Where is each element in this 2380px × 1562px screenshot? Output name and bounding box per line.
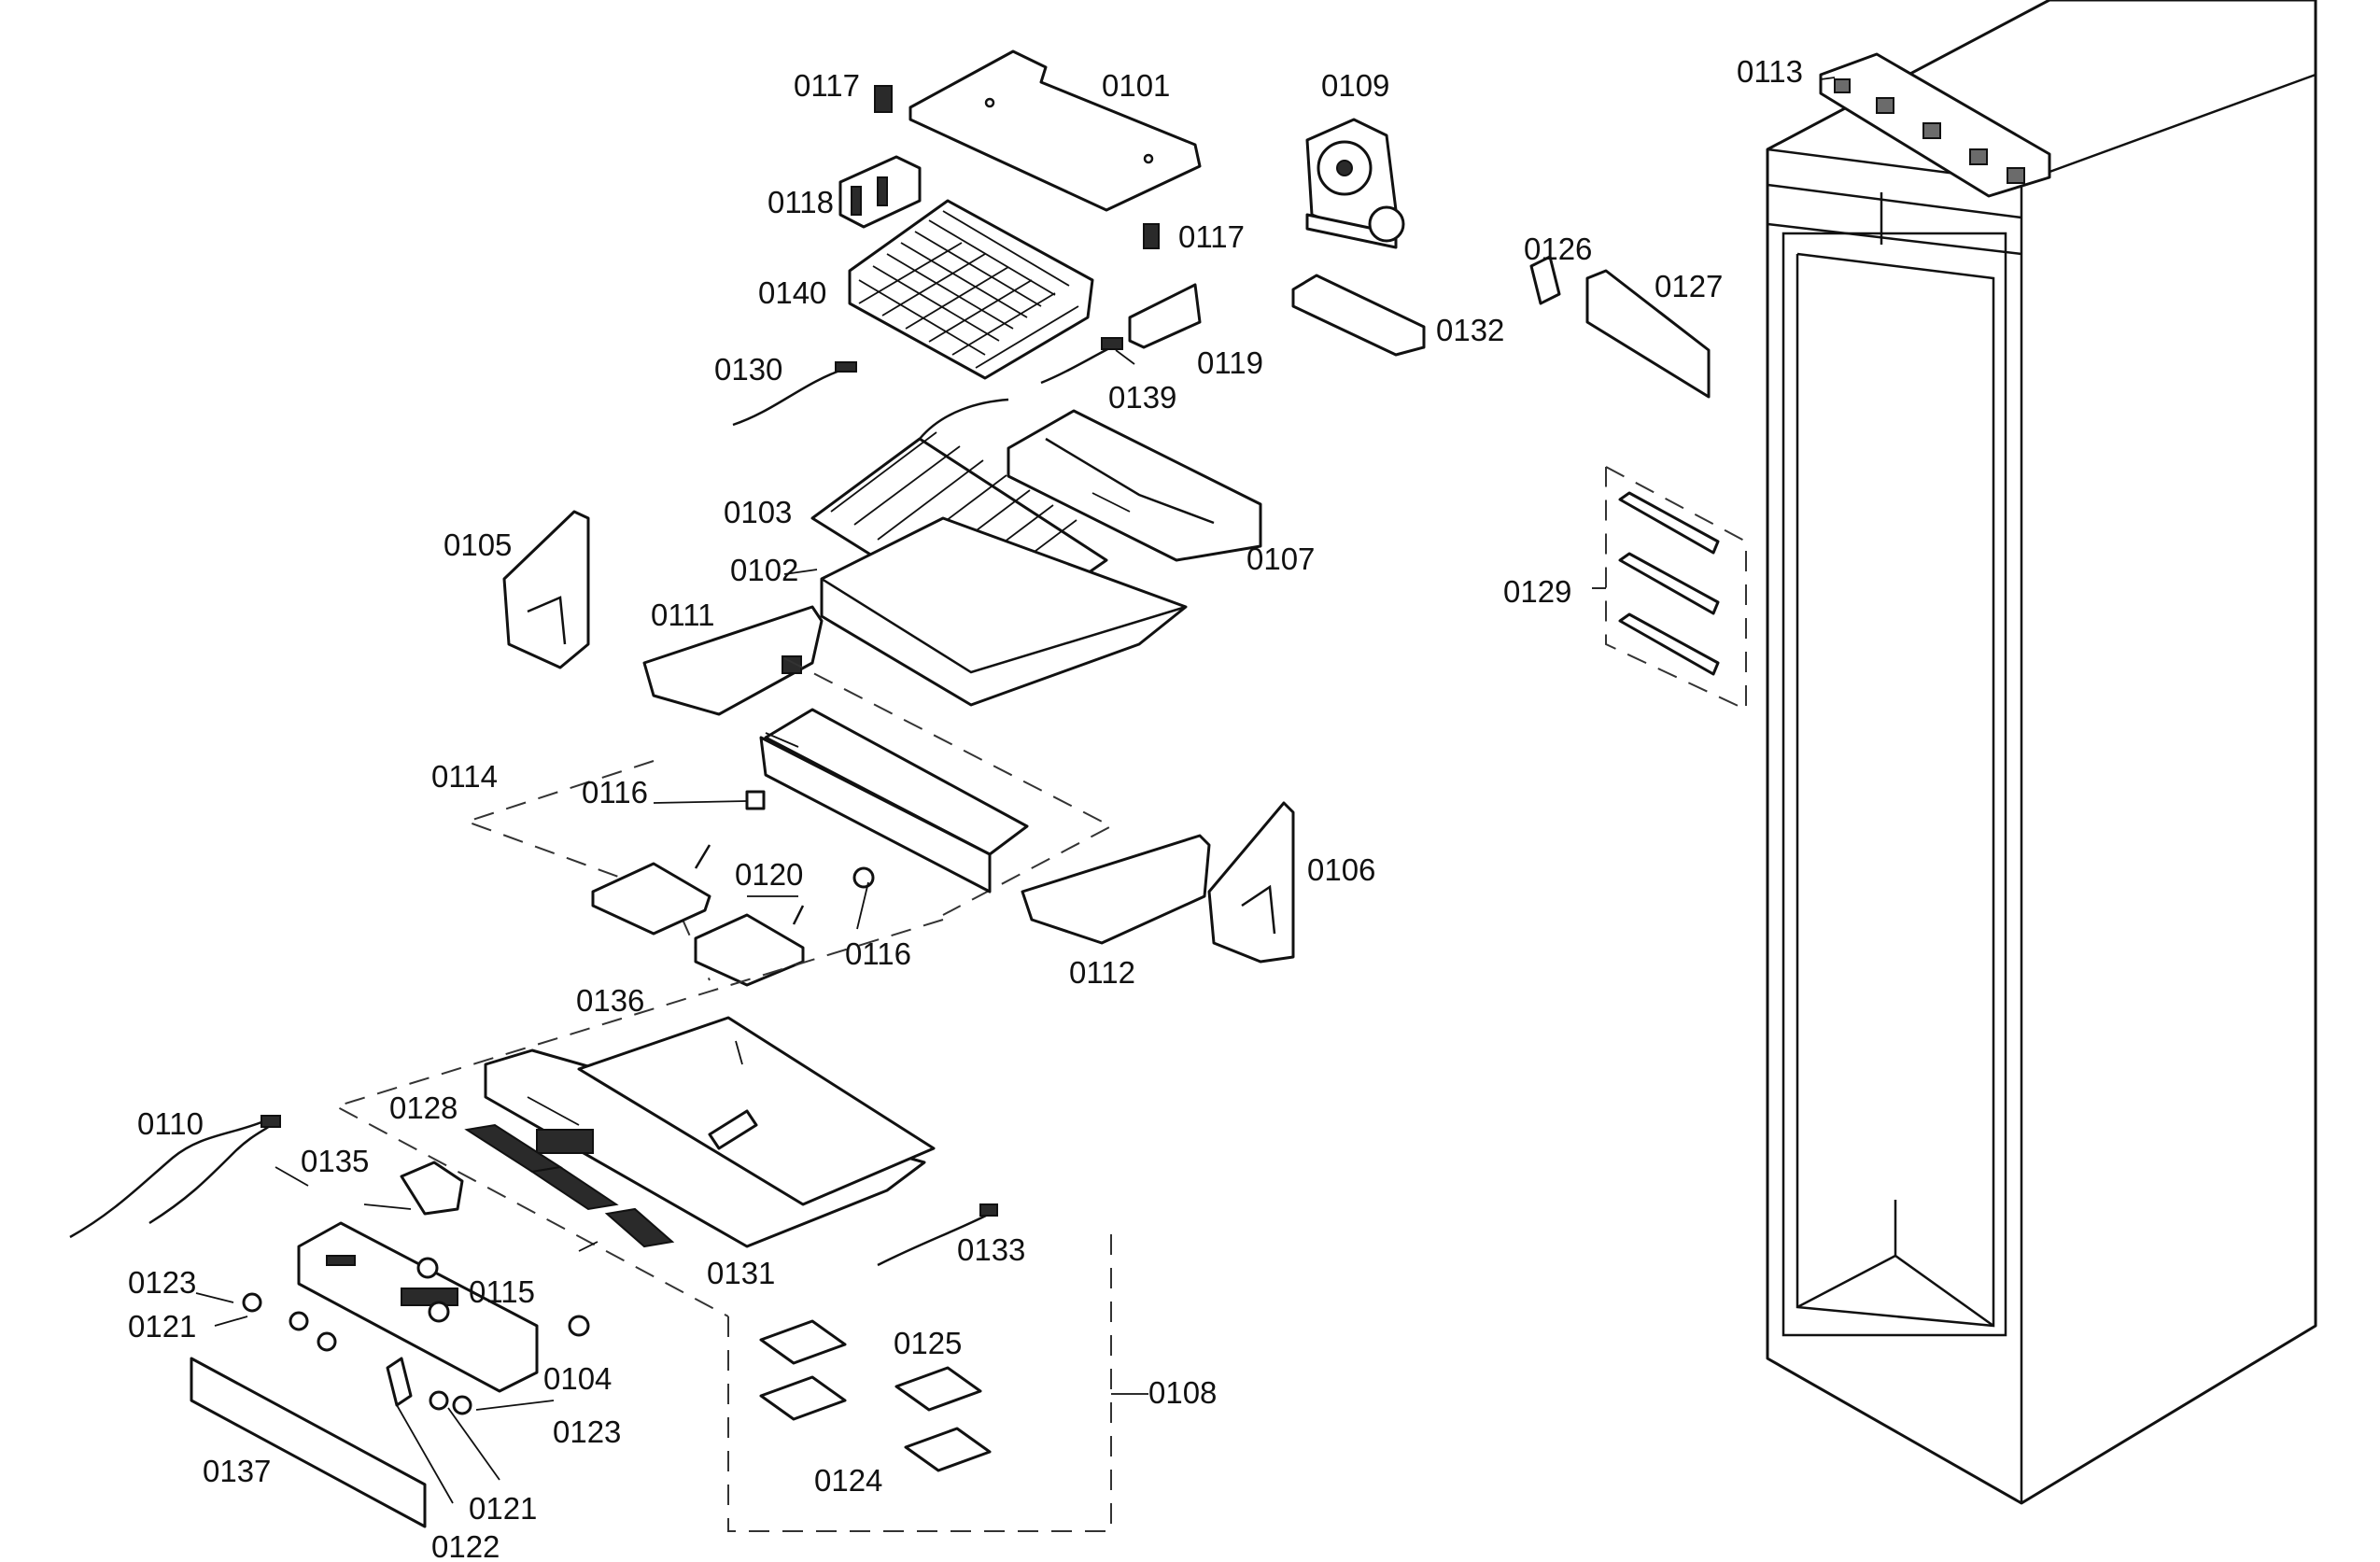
label-0112: 0112	[1069, 955, 1135, 990]
label-0125: 0125	[894, 1326, 962, 1360]
lamp-group-outline	[463, 657, 1114, 981]
label-0108: 0108	[1148, 1375, 1217, 1410]
label-0130: 0130	[714, 352, 782, 387]
label-0103: 0103	[724, 495, 792, 529]
label-0110: 0110	[137, 1106, 204, 1141]
label-plate	[1585, 269, 1711, 399]
cover-plate	[908, 49, 1202, 212]
cabinet-housing	[1766, 0, 2317, 1505]
label-0101: 0101	[1102, 68, 1170, 103]
label-0123: 0123	[553, 1414, 621, 1449]
gasket	[759, 1319, 992, 1472]
side-bracket-right	[1207, 801, 1295, 964]
drip-tray	[820, 516, 1188, 707]
label-0115: 0115	[469, 1274, 535, 1309]
label-0117: 0117	[794, 68, 860, 103]
knob	[242, 1257, 590, 1415]
label-0139: 0139	[1108, 380, 1176, 415]
holder-bracket	[1128, 283, 1202, 349]
label-0105: 0105	[444, 528, 512, 562]
air-duct	[1007, 409, 1262, 562]
label-0104: 0104	[543, 1361, 612, 1396]
evaporator-coil	[848, 199, 1094, 380]
label-0116: 0116	[582, 775, 648, 809]
fan-motor	[1305, 118, 1405, 249]
control-strips	[464, 1123, 675, 1248]
label-0118: 0118	[768, 185, 834, 219]
label-0131: 0131	[707, 1256, 775, 1290]
label-0137: 0137	[203, 1454, 271, 1488]
handle-bar	[1291, 274, 1426, 357]
part-labels: 0117 0101 0109 0113 0118 0117 0126 0127 …	[128, 54, 1803, 1562]
label-0114: 0114	[431, 759, 498, 794]
label-0119: 0119	[1197, 345, 1263, 380]
refrigerant-tube	[919, 398, 1009, 440]
control-housing	[484, 1016, 936, 1248]
side-bracket-left	[502, 510, 590, 669]
mounting-rail-lower	[1021, 834, 1211, 945]
lamp-bracket	[759, 708, 1029, 894]
label-0120: 0120	[735, 857, 803, 892]
label-0127: 0127	[1655, 269, 1723, 303]
control-module-outline	[333, 919, 1112, 1532]
label-0111: 0111	[651, 598, 715, 632]
wiring-harness	[69, 1115, 281, 1239]
label-0106: 0106	[1307, 852, 1375, 887]
leader-lines	[195, 77, 1836, 1504]
connector	[386, 1357, 413, 1407]
label-0136: 0136	[576, 983, 644, 1018]
label-0124: 0124	[814, 1463, 882, 1498]
sensor-wire	[732, 337, 1123, 427]
clip	[874, 85, 1160, 249]
label-0109: 0109	[1321, 68, 1389, 103]
coil-holder	[838, 155, 922, 229]
label-0116: 0116	[845, 936, 911, 971]
temp-sensor	[877, 1203, 998, 1267]
label-0126: 0126	[1524, 232, 1592, 266]
label-0129: 0129	[1503, 574, 1571, 609]
label-0117: 0117	[1178, 219, 1245, 254]
label-0113: 0113	[1737, 54, 1803, 89]
shelf-support-group	[1605, 466, 1747, 711]
lamp-housing	[591, 862, 805, 987]
mounting-rail-upper	[642, 605, 824, 716]
label-0107: 0107	[1246, 542, 1315, 576]
label-0123: 0123	[128, 1265, 196, 1300]
small-bracket	[400, 1161, 464, 1216]
trim-plate	[190, 1357, 427, 1528]
label-0132: 0132	[1436, 313, 1504, 347]
label-0102: 0102	[730, 553, 798, 587]
label-0121: 0121	[128, 1309, 196, 1344]
display-panel	[297, 1221, 539, 1393]
label-0122: 0122	[431, 1529, 500, 1562]
top-bracket	[1819, 52, 2051, 198]
label-0133: 0133	[957, 1232, 1025, 1267]
label-0140: 0140	[758, 275, 826, 310]
label-0135: 0135	[301, 1144, 369, 1178]
switch	[1529, 255, 1561, 305]
label-0128: 0128	[389, 1091, 458, 1125]
label-0121: 0121	[469, 1491, 537, 1526]
